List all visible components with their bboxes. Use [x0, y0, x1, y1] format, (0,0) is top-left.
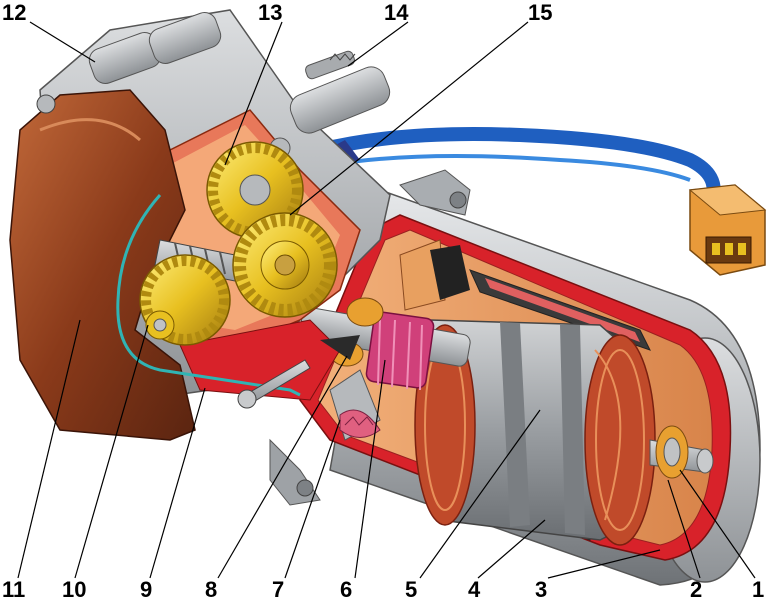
rear-bearing: [655, 425, 689, 479]
callout-12: 12: [2, 0, 26, 25]
housing-screw: [237, 359, 311, 409]
armature: [414, 319, 656, 546]
callout-13: 13: [258, 0, 282, 25]
callout-5: 5: [405, 577, 417, 600]
leader-lines: [17, 21, 756, 579]
callout-14: 14: [384, 0, 409, 25]
callout-4: 4: [468, 577, 481, 600]
callout-8: 8: [205, 577, 217, 600]
callout-9: 9: [140, 577, 152, 600]
brush-holder: [329, 369, 381, 441]
gearbox-cover: [9, 89, 196, 441]
callout-7: 7: [272, 577, 284, 600]
callout-1: 1: [752, 577, 764, 600]
callout-15: 15: [528, 0, 552, 25]
intermediate-gear-15: [232, 212, 338, 318]
cover-gasket: [116, 194, 301, 397]
callout-3: 3: [535, 577, 547, 600]
output-gear: [139, 254, 231, 346]
callout-11: 11: [2, 577, 25, 600]
callout-10: 10: [62, 577, 86, 600]
callout-6: 6: [340, 577, 352, 600]
callout-2: 2: [690, 577, 702, 600]
connector-plug: [688, 184, 767, 276]
